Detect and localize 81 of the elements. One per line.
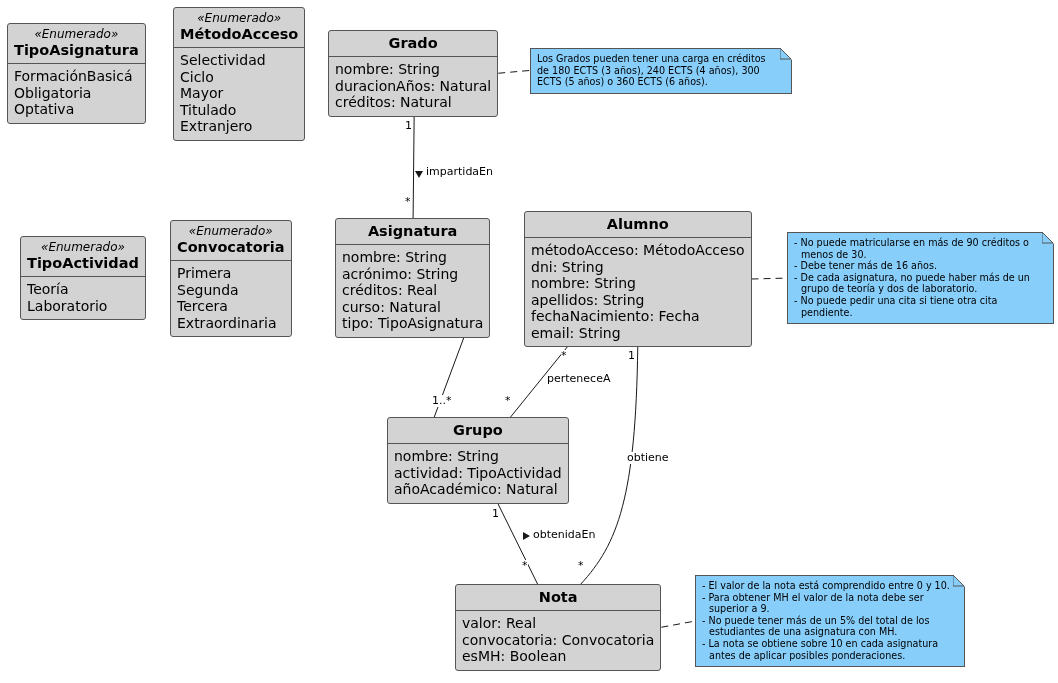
edge-label: obtiene [627, 452, 669, 464]
enum-value: Selectividad [180, 52, 267, 69]
note-text: - El valor de la nota está comprendido entre 0 y 10. [702, 580, 951, 592]
attribute-text: curso: Natural [342, 298, 442, 315]
enum-value: Primera [177, 265, 233, 282]
note-text: - No puede pedir una cita si tiene otra cita pendiente. [794, 294, 999, 319]
enum-value: Teoría [27, 281, 70, 298]
class-box [173, 7, 306, 141]
edge-label: impartidaEn [426, 166, 494, 178]
attribute-text: tipo: TipoAsignatura [342, 315, 484, 332]
note-box [530, 48, 792, 94]
multiplicity-label: 1..* [432, 395, 452, 407]
note-text: - De cada asignatura, no puede haber más de un grupo de teoría y dos de laboratorio. [794, 271, 1031, 295]
class-name: Grado [387, 34, 439, 53]
attribute-text: créditos: Real [342, 282, 439, 299]
dashed-connector [497, 69, 531, 74]
association-line [510, 346, 568, 418]
class-box [524, 211, 752, 347]
enum-value: Ciclo [180, 68, 215, 85]
attribute-text: créditos: Natural [335, 94, 453, 111]
class-name: TipoActividad [27, 254, 139, 273]
stereotype-label: «Enumerado» [39, 240, 126, 254]
class-box [170, 220, 292, 337]
class-name: Nota [537, 588, 579, 607]
class-box [455, 584, 662, 671]
attribute-text: convocatoria: Convocatoria [462, 631, 655, 648]
class-name: TipoAsignatura [14, 41, 139, 60]
attribute-text: fechaNacimiento: Fecha [531, 308, 701, 325]
association-line [412, 116, 415, 219]
enum-value: Segunda [177, 281, 240, 298]
class-box [20, 236, 146, 320]
attribute-text: acrónimo: String [342, 265, 460, 282]
attribute-text: nombre: String [335, 61, 441, 78]
edge-label: perteneceA [547, 373, 611, 385]
enum-value: Optativa [14, 101, 76, 118]
attribute-text: métodoAcceso: MétodoAcceso [531, 242, 745, 259]
multiplicity-label: 1 [492, 508, 499, 520]
note-text: - No puede tener más de un 5% del total de los estudiantes de una asignatura con MH. [702, 614, 931, 638]
enum-value: Tercera [177, 298, 229, 315]
attribute-text: apellidos: String [531, 291, 646, 308]
class-box [387, 417, 569, 504]
enum-value: FormaciónBasicá [14, 68, 134, 85]
stereotype-label: «Enumerado» [196, 11, 283, 25]
class-box [335, 218, 491, 338]
multiplicity-label: 1 [405, 120, 412, 132]
enum-value: Obligatoria [14, 84, 93, 101]
multiplicity-label: 1 [628, 350, 635, 362]
attribute-text: nombre: String [394, 448, 500, 465]
attribute-text: nombre: String [342, 249, 448, 266]
attribute-text: esMH: Boolean [462, 648, 568, 665]
attribute-text: añoAcadémico: Natural [394, 481, 559, 498]
note-text: - No puede matricularse en más de 90 créditos o menos de 30. [794, 237, 1030, 260]
edge-label: obtenidaEn [533, 529, 596, 541]
enum-value: Titulado [180, 101, 238, 118]
stereotype-label: «Enumerado» [187, 224, 274, 238]
enum-value: Laboratorio [27, 297, 109, 314]
class-name: MétodoAcceso [180, 25, 299, 44]
note-box [787, 232, 1054, 325]
class-name: Alumno [605, 215, 670, 234]
note-text: - Para obtener MH el valor de la nota debe ser superior a 9. [702, 591, 925, 615]
class-name: Convocatoria [177, 238, 285, 257]
enum-value: Extraordinaria [177, 314, 278, 331]
attribute-text: nombre: String [531, 275, 637, 292]
class-box [328, 30, 499, 117]
attribute-text: email: String [531, 324, 622, 341]
class-box [7, 23, 146, 124]
association-line [497, 503, 539, 585]
enum-value: Extranjero [180, 118, 254, 135]
attribute-text: valor: Real [462, 615, 538, 632]
class-name: Asignatura [366, 222, 459, 241]
stereotype-label: «Enumerado» [33, 27, 120, 41]
class-name: Grupo [452, 421, 504, 440]
note-text: - Debe tener más de 16 años. [794, 260, 938, 272]
note-text: Los Grados pueden tener una carga en créditos de 180 ECTS (3 años), 240 ECTS (4 años), 300 ECTS (5 años) o 360 ECTS (6 años). [537, 53, 767, 88]
attribute-text: duracionAños: Natural [335, 77, 492, 94]
enum-value: Mayor [180, 85, 225, 102]
attribute-text: dni: String [531, 258, 605, 275]
note-text: - La nota se obtiene sobre 10 en cada asignatura antes de aplicar posibles ponderaciones. [702, 637, 940, 662]
attribute-text: actividad: TipoActividad [394, 464, 562, 481]
note-box [695, 575, 965, 668]
association-line [580, 346, 639, 585]
